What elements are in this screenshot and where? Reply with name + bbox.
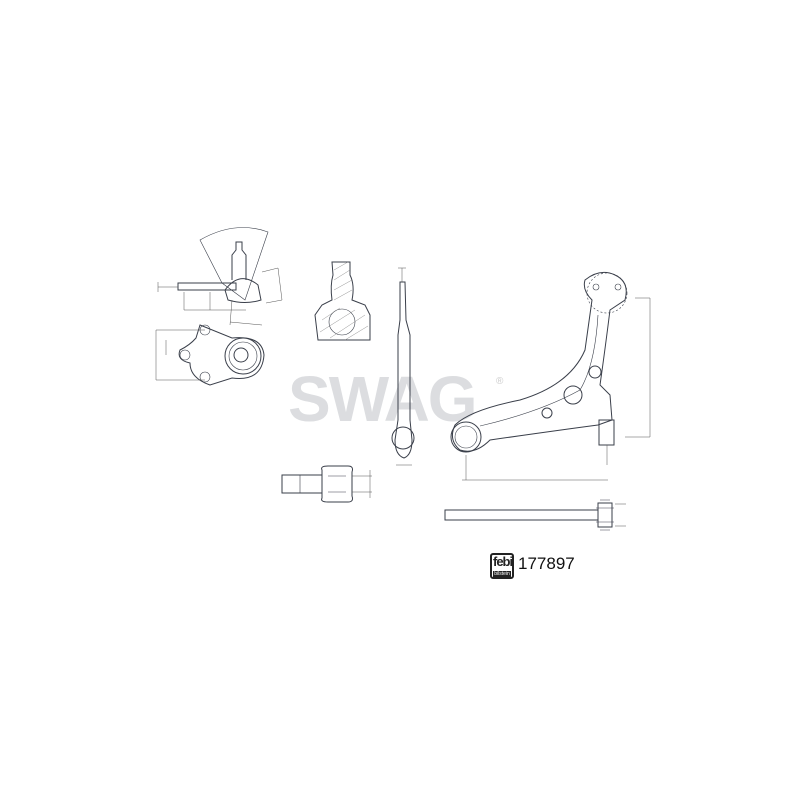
- bushing-side-view: [281, 465, 372, 503]
- swag-watermark: SWAG: [288, 363, 478, 435]
- control-arm-side-view: [444, 499, 626, 531]
- control-arm-edge-view: [391, 267, 415, 466]
- ball-joint-top-view: [155, 324, 265, 386]
- registered-mark: ®: [496, 376, 504, 387]
- ball-joint-section: [314, 261, 371, 341]
- ball-joint-side-view: [157, 227, 283, 326]
- control-arm-top-view: [450, 271, 651, 481]
- part-number: 177897: [518, 554, 575, 573]
- logo-bilstein-text: bilstein: [493, 571, 511, 577]
- febi-bilstein-logo: febi bilstein: [490, 553, 514, 579]
- logo-febi-text: febi: [493, 554, 513, 569]
